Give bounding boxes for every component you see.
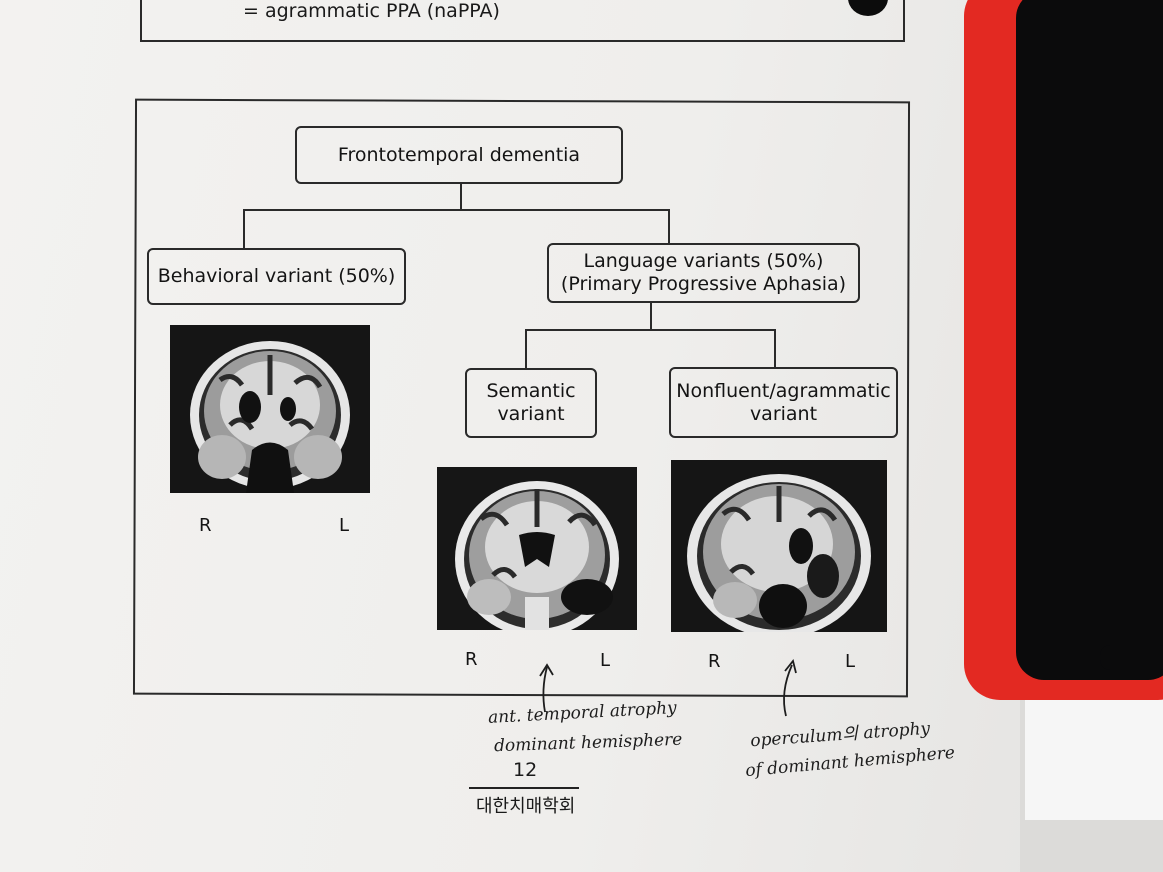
- phone-screen: [1016, 0, 1163, 680]
- connector-language-down: [668, 209, 670, 244]
- connector-lower-horizontal: [525, 329, 776, 331]
- mri-semantic-variant-image: [437, 467, 637, 630]
- white-sheet: [1025, 690, 1163, 820]
- connector-behavioral-down: [243, 209, 245, 249]
- phone-bottom-bezel: [1100, 645, 1163, 670]
- node-nonfluent-variant-line1: Nonfluent/agrammatic: [676, 379, 891, 402]
- previous-figure-box: [140, 0, 905, 42]
- page-number: 12: [513, 759, 538, 781]
- node-semantic-variant-line1: Semantic: [486, 380, 576, 403]
- node-semantic-variant-line2: variant: [497, 403, 565, 425]
- node-language-variants-line2: (Primary Progressive Aphasia): [560, 273, 847, 295]
- semantic-scan-left-label: L: [600, 650, 611, 671]
- node-semantic-variant: Semantic variant: [465, 368, 597, 438]
- node-frontotemporal-dementia: Frontotemporal dementia: [295, 126, 623, 184]
- arrow-nonfluent: [783, 659, 797, 717]
- previous-figure-text: = agrammatic PPA (naPPA): [243, 0, 500, 22]
- node-frontotemporal-dementia-label: Frontotemporal dementia: [337, 143, 581, 166]
- node-language-variants-line1: Language variants (50%): [583, 250, 824, 273]
- connector-language-bottom: [650, 302, 652, 330]
- node-behavioral-variant: Behavioral variant (50%): [147, 248, 406, 305]
- semantic-scan-right-label: R: [465, 649, 478, 670]
- mri-nonfluent-variant-image: [671, 460, 887, 632]
- node-behavioral-variant-label: Behavioral variant (50%): [157, 265, 396, 288]
- society-name: 대한치매학회: [476, 796, 576, 817]
- arrow-semantic: [539, 663, 554, 713]
- handwritten-arrows: [539, 659, 797, 717]
- behavioral-scan-right-label: R: [199, 515, 212, 536]
- connector-root-down: [460, 183, 462, 210]
- node-nonfluent-variant-line2: variant: [749, 402, 818, 425]
- node-nonfluent-variant: Nonfluent/agrammatic variant: [669, 367, 898, 438]
- nonfluent-scan-left-label: L: [845, 651, 856, 672]
- node-language-variants: Language variants (50%) (Primary Progres…: [547, 243, 860, 303]
- connector-nonfluent-down: [774, 329, 776, 368]
- nonfluent-scan-right-label: R: [708, 651, 721, 672]
- footer-rule: [469, 787, 579, 789]
- behavioral-scan-left-label: L: [339, 515, 350, 536]
- connector-top-horizontal: [243, 209, 670, 211]
- mri-behavioral-variant-image: [170, 325, 370, 493]
- black-blob: [848, 0, 888, 16]
- connector-semantic-down: [525, 329, 527, 368]
